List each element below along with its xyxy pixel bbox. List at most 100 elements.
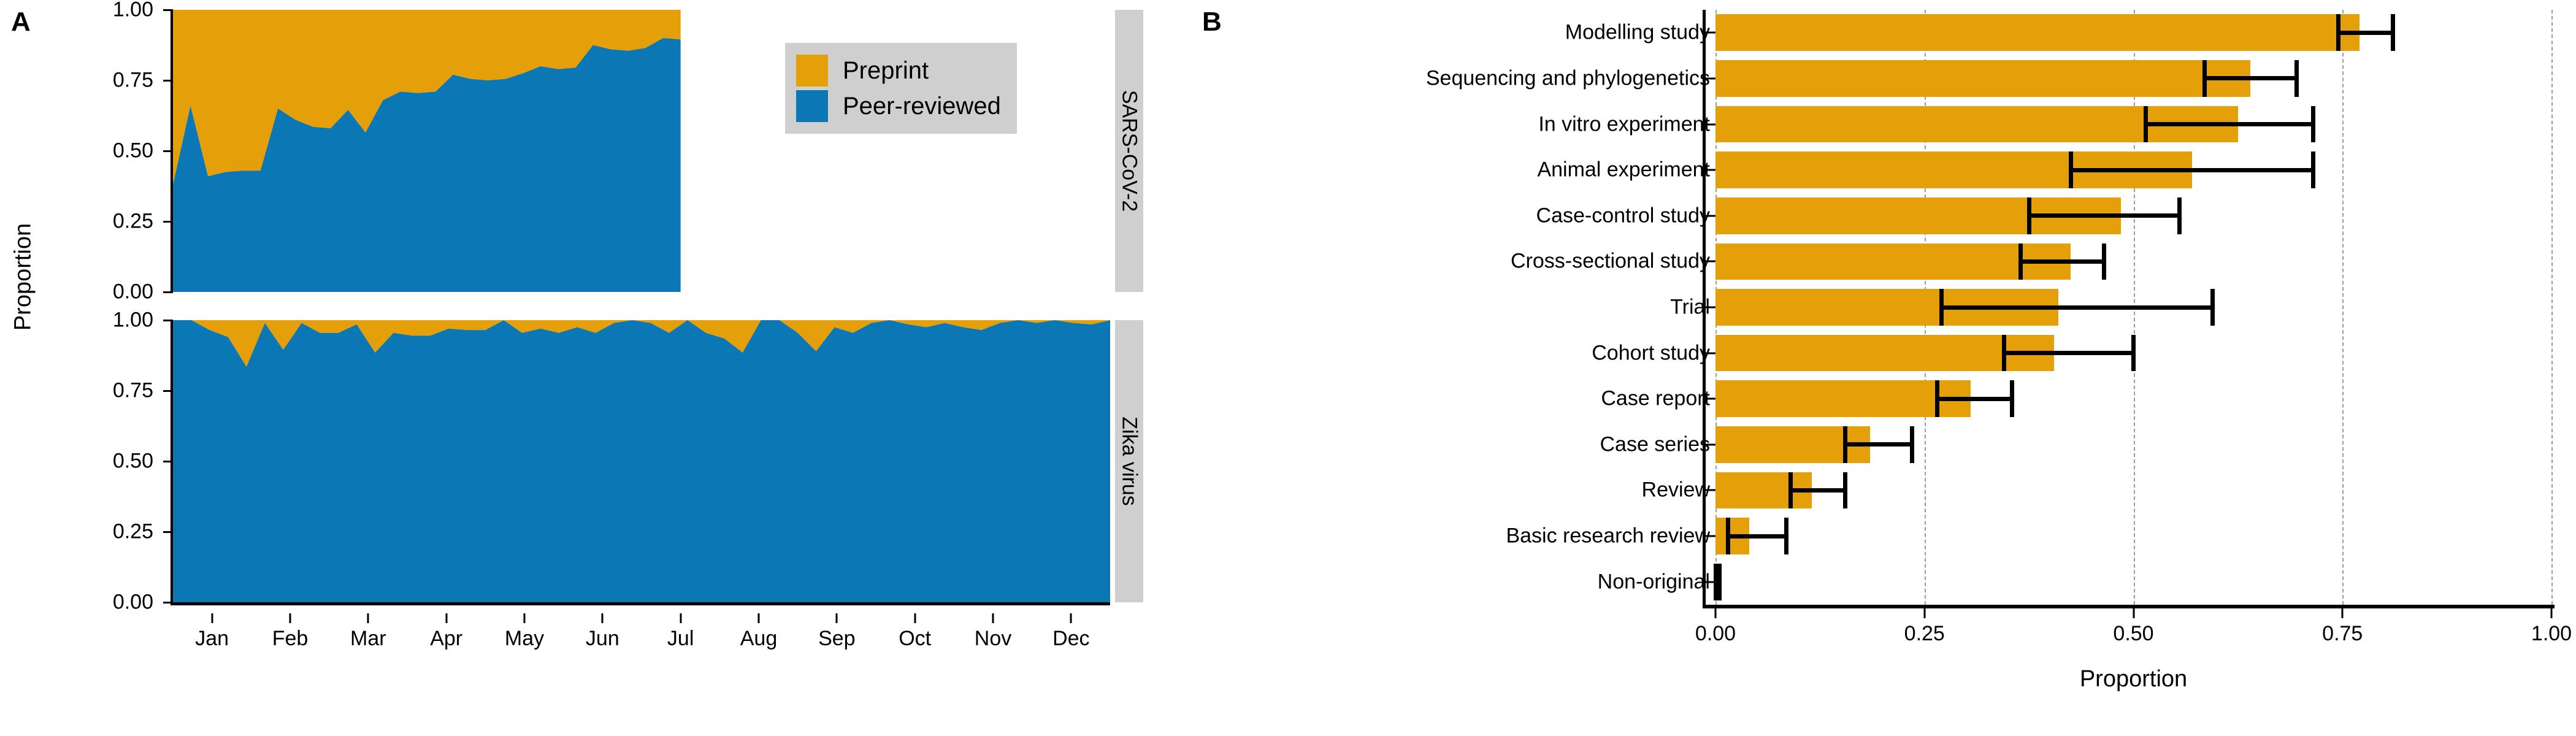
panel-a-x-tick-mark [1070, 613, 1072, 623]
legend-color-swatch-icon [796, 55, 828, 86]
panel-b-category-label: In vitro experiment [1538, 112, 1710, 136]
panel-a-y-tick-label: 0.25 [112, 209, 153, 233]
panel-a-legend-item[interactable]: Preprint [796, 53, 1001, 88]
panel-b-error-bar-cap-high [2010, 380, 2015, 418]
panel-b-category-label: Review [1641, 478, 1710, 502]
panel-b-error-bar-cap-high [2177, 197, 2182, 234]
panel-a-letter: A [11, 7, 31, 37]
panel-a-x-tick-mark [835, 613, 838, 623]
panel-a-legend-label: Preprint [843, 56, 929, 84]
panel-b-error-bar-line [1790, 488, 1846, 493]
panel-a-strip-label-1: Zika virus [1117, 416, 1141, 506]
panel-b-error-bar-cap-low [1939, 289, 1944, 326]
panel-b-category-label: Sequencing and phylogenetics [1425, 66, 1710, 90]
panel-a-y-tick-label: 1.00 [112, 308, 153, 332]
panel-b-y-axis-line [1703, 10, 1706, 605]
panel-a-y-tick-mark [163, 150, 173, 152]
panel-a-y-tick-label: 0.50 [112, 449, 153, 473]
panel-b-error-bar-line [2071, 167, 2313, 172]
panel-b-category-label: Animal experiment [1537, 158, 1710, 182]
panel-b-x-axis-title: Proportion [2079, 666, 2188, 692]
panel-b-error-bar-cap-high [2311, 151, 2316, 188]
panel-b-y-tick-mark [1706, 443, 1715, 446]
panel-b-bar[interactable] [1715, 380, 1971, 418]
panel-a-y-axis-title: Proportion [10, 223, 36, 331]
panel-a-y-tick-label: 0.75 [112, 378, 153, 402]
panel-a-y-tick-label: 0.00 [112, 280, 153, 304]
panel-b-bar[interactable] [1715, 14, 2359, 52]
panel-b-error-bar-line [1845, 442, 1912, 447]
panel-b-category-label: Cross-sectional study [1510, 249, 1710, 273]
panel-b-category-label: Case-control study [1536, 204, 1710, 228]
panel-b-category-label: Non-original [1597, 570, 1710, 594]
panel-b-error-bar-cap-low [2068, 151, 2073, 188]
panel-b-error-bar-cap-low [2026, 197, 2031, 234]
panel-b-category-label: Cohort study [1592, 341, 1710, 365]
panel-a-legend-item[interactable]: Peer-reviewed [796, 88, 1001, 124]
panel-a-y-tick-mark [163, 79, 173, 82]
panel-b-bar[interactable] [1715, 334, 2054, 372]
panel-b-error-bar-line [2020, 259, 2104, 264]
panel-a-y-tick-mark [163, 9, 173, 11]
panel-b-error-bar-cap-low [1725, 518, 1730, 554]
panel-a-y-axis-line [171, 320, 173, 602]
panel-a-strip-zika-virus: Zika virus [1115, 320, 1143, 602]
panel-b-error-bar-line [2029, 213, 2180, 218]
panel-a-x-tick-mark [757, 613, 760, 623]
panel-b-error-bar-cap-high [2102, 243, 2107, 280]
panel-b-letter: B [1202, 7, 1222, 37]
panel-a-x-tick-mark [601, 613, 604, 623]
panel-b-bar[interactable] [1715, 243, 2071, 280]
panel-b-x-tick-label: 0.25 [1904, 622, 1945, 645]
panel-b-error-bar-line [2004, 351, 2134, 356]
panel-b-category-label: Modelling study [1565, 20, 1710, 44]
panel-b-x-tick-mark [2341, 608, 2344, 618]
panel-b-error-bar-line [1941, 305, 2213, 310]
panel-a-x-tick-mark [445, 613, 448, 623]
panel-b-error-bar-cap-high [2390, 14, 2395, 52]
panel-a-x-tick-label: Nov [974, 627, 1012, 650]
panel-b-y-tick-mark [1706, 581, 1715, 583]
panel-b-bar[interactable] [1715, 60, 2251, 97]
panel-b-x-axis-line [1703, 605, 2555, 608]
panel-a-x-tick-label: Oct [899, 627, 932, 650]
panel-b-error-bar-cap-low [1934, 380, 1939, 418]
panel-a-y-tick-mark [163, 220, 173, 223]
panel-b-y-tick-mark [1706, 123, 1715, 126]
panel-a-x-tick-label: Mar [350, 627, 386, 650]
panel-a-strip-label-0: SARS-CoV-2 [1117, 90, 1141, 212]
panel-a-y-tick-label: 0.75 [112, 68, 153, 92]
panel-b-x-tick-label: 0.50 [2113, 622, 2154, 645]
panel-b-category-label: Case series [1600, 432, 1710, 456]
panel-b-error-bar-cap-high [1909, 426, 1914, 463]
panel-a-x-tick-label: Jan [195, 627, 229, 650]
panel-b-error-bar-cap-high [1784, 518, 1789, 554]
panel-b-gridline [2342, 10, 2344, 605]
panel-a-y-tick-label: 1.00 [112, 0, 153, 21]
panel-b-error-bar-cap-high [2311, 105, 2316, 143]
panel-b-error-bar-cap-high [2210, 289, 2215, 326]
panel-b-error-bar-cap-high [1717, 563, 1722, 600]
panel-a-x-tick-label: Jul [667, 627, 694, 650]
panel-b-y-tick-mark [1706, 397, 1715, 400]
panel-a-y-tick-label: 0.00 [112, 590, 153, 614]
panel-b-y-tick-mark [1706, 489, 1715, 491]
panel-b-error-bar-line [1937, 396, 2012, 401]
panel-a-x-tick-mark [289, 613, 291, 623]
panel-a-area-peer-reviewed [173, 38, 681, 292]
panel-b-x-tick-mark [2550, 608, 2553, 618]
panel-a-area-preprint [173, 320, 1110, 367]
panel-a-x-tick-label: Dec [1052, 627, 1090, 650]
panel-a-y-tick-mark [163, 291, 173, 293]
panel-b-x-tick-label: 1.00 [2531, 622, 2572, 645]
panel-b-y-tick-mark [1706, 260, 1715, 263]
panel-b-y-tick-mark [1706, 31, 1715, 34]
panel-a-area-peer-reviewed [173, 320, 1110, 602]
panel-b-error-bar-cap-low [1713, 563, 1718, 600]
